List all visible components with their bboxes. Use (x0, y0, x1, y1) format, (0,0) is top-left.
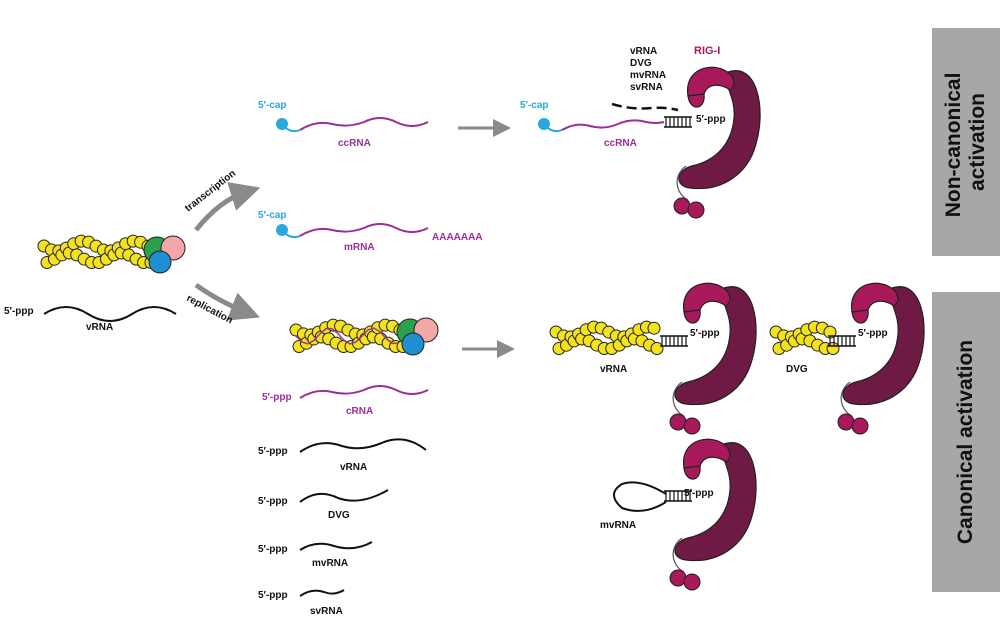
mvrna-prod-strand (299, 541, 373, 551)
nc-ccrna-cap-linker (543, 123, 563, 133)
crna-strand (299, 385, 429, 399)
ccrna-cap-linker (281, 123, 301, 133)
crnp (289, 318, 410, 354)
canonical-panel (932, 292, 1000, 592)
polymerase-crnp (396, 317, 439, 356)
can-vrnp-hatch (660, 335, 688, 347)
nc-dashed-rna (611, 102, 679, 112)
can-vrnp-label: vRNA (600, 364, 627, 375)
crna-label: cRNA (346, 406, 373, 417)
svrna-prod-ppp: 5′-ppp (258, 590, 288, 601)
transcription-arrow (194, 182, 261, 232)
nc-list-0: vRNA (630, 46, 657, 57)
rig-i-noncanonical (673, 66, 761, 219)
mvrna-prod-label: mvRNA (312, 558, 348, 569)
rig-i-label: RIG-I (694, 45, 720, 57)
nc-dsrna-hatch (664, 116, 692, 128)
rig-i-canonical-vrna (669, 282, 757, 435)
noncanonical-panel (932, 28, 1000, 256)
nc-list-1: DVG (630, 58, 652, 69)
vrnp-left (37, 234, 158, 270)
can-mvrna-ppp: 5′-ppp (684, 488, 714, 499)
can-dvg-label: DVG (786, 364, 808, 375)
crna-ppp: 5′-ppp (262, 392, 292, 403)
vrna-left-ppp: 5′-ppp (4, 306, 34, 317)
transcription-label: transcription (183, 168, 238, 214)
dvg-prod-strand (299, 489, 389, 503)
can-mvrna-hatch (664, 490, 692, 502)
mvrna-hairpin (613, 481, 667, 512)
canonical-vrnp (549, 320, 664, 356)
nc-ccrna-cap-label: 5′-cap (520, 100, 549, 111)
replication-arrow (194, 282, 260, 321)
dvg-prod-ppp: 5′-ppp (258, 496, 288, 507)
vrna-prod-ppp: 5′-ppp (258, 446, 288, 457)
polya-label: AAAAAAA (432, 232, 483, 243)
vrna-prod-label: vRNA (340, 462, 367, 473)
svrna-prod-strand (299, 589, 345, 597)
mrna-cap-label: 5′-cap (258, 210, 287, 221)
ccrna-strand (299, 117, 429, 131)
can-dvg-ppp: 5′-ppp (858, 328, 888, 339)
canonical-dvg (769, 320, 840, 356)
dvg-prod-label: DVG (328, 510, 350, 521)
vrna-left-label: vRNA (86, 322, 113, 333)
can-vrnp-ppp: 5′-ppp (690, 328, 720, 339)
ccrna-cap-label: 5′-cap (258, 100, 287, 111)
canonical-label: Canonical activation (954, 340, 977, 544)
polymerase-left (143, 235, 186, 274)
replication-label: replication (185, 293, 235, 326)
rig-i-canonical-dvg (837, 282, 925, 435)
mrna-cap-linker (281, 229, 301, 239)
can-mvrna-label: mvRNA (600, 520, 636, 531)
ccrna-label: ccRNA (338, 138, 371, 149)
svrna-prod-label: svRNA (310, 606, 343, 617)
nc-ppp-label: 5′-ppp (696, 114, 726, 125)
nc-list-3: svRNA (630, 82, 663, 93)
vrna-left-strand (43, 306, 177, 322)
mvrna-prod-ppp: 5′-ppp (258, 544, 288, 555)
noncanonical-label: Non-canonical activation (942, 67, 989, 218)
mrna-label: mRNA (344, 242, 375, 253)
vrna-prod-strand (299, 438, 427, 453)
nc-ccrna-label: ccRNA (604, 138, 637, 149)
nc-ccrna-strand (561, 119, 665, 131)
can-dvg-hatch (828, 335, 856, 347)
rig-i-canonical-mvrna (669, 438, 757, 591)
nc-list-2: mvRNA (630, 70, 666, 81)
mrna-strand (299, 223, 429, 237)
